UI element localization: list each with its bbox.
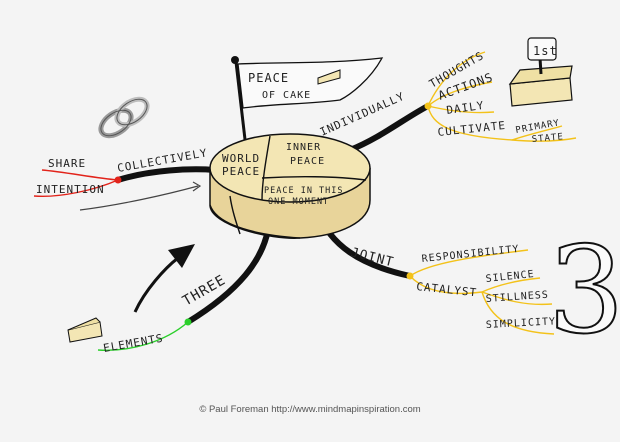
line-cultivate: [427, 105, 513, 141]
line-simplicity: [481, 291, 555, 335]
node-top-right: [424, 102, 432, 110]
node-left: [114, 176, 122, 184]
line-elements: [97, 321, 189, 351]
line-responsibility: [409, 249, 529, 277]
line-actions: [427, 81, 493, 107]
line-share: [41, 169, 119, 181]
credit-text: © Paul Foreman http://www.mindmapinspira…: [199, 404, 420, 415]
branch-bottom-three: [185, 227, 271, 325]
podium-label: 1st: [533, 44, 558, 58]
arrow-big: [133, 256, 179, 313]
chain-links-icon: [98, 96, 150, 139]
label-responsibility: RESPONSIBILITY: [421, 244, 520, 265]
flag-text-line1: PEACE: [248, 71, 289, 85]
line-primary: [511, 125, 563, 141]
arrow-intention-head: [192, 181, 202, 192]
inner-peace-line1: INNER: [286, 142, 321, 153]
flag-banner: [237, 57, 384, 109]
branch-left-collectively: [115, 166, 218, 183]
line-thoughts: [427, 51, 486, 107]
line-stillness: [481, 291, 553, 306]
label-three: THREE: [180, 272, 229, 309]
moment-line2: ONE MOMENT: [268, 197, 329, 207]
world-peace-line1: WORLD: [222, 152, 260, 165]
label-state: STATE: [531, 132, 564, 145]
cake-slice-top: [67, 317, 101, 331]
number-three: 3: [548, 222, 620, 361]
label-intention: INTENTION: [36, 183, 105, 196]
label-stillness: STILLNESS: [485, 290, 549, 305]
flag-cake-icon: [317, 69, 341, 85]
label-elements: ELEMENTS: [102, 332, 164, 355]
arrow-intention: [79, 185, 199, 211]
node-bottom-right: [406, 272, 414, 280]
line-silence: [481, 277, 541, 293]
label-share: SHARE: [48, 157, 86, 170]
line-state: [511, 137, 577, 143]
label-catalyst: CATALYST: [416, 280, 478, 299]
branch-right-individually: [347, 103, 431, 153]
flag-pole: [234, 61, 248, 149]
podium-icon: [508, 37, 573, 107]
node-bottom-left: [184, 318, 192, 326]
line-daily: [427, 105, 495, 114]
world-peace-line2: PEACE: [222, 165, 260, 178]
central-cake: [209, 133, 371, 239]
arrow-big-head: [168, 244, 195, 268]
moment-line1: PEACE IN THIS: [264, 186, 344, 196]
flag-pole-top: [231, 56, 239, 64]
label-daily: DAILY: [446, 99, 486, 117]
inner-peace-line2: PEACE: [290, 156, 325, 167]
label-silence: SILENCE: [485, 269, 535, 285]
label-simplicity: SIMPLICITY: [486, 316, 557, 331]
line-catalyst: [409, 275, 483, 295]
line-intention: [33, 179, 119, 198]
flag-text-line2: OF CAKE: [262, 90, 311, 101]
